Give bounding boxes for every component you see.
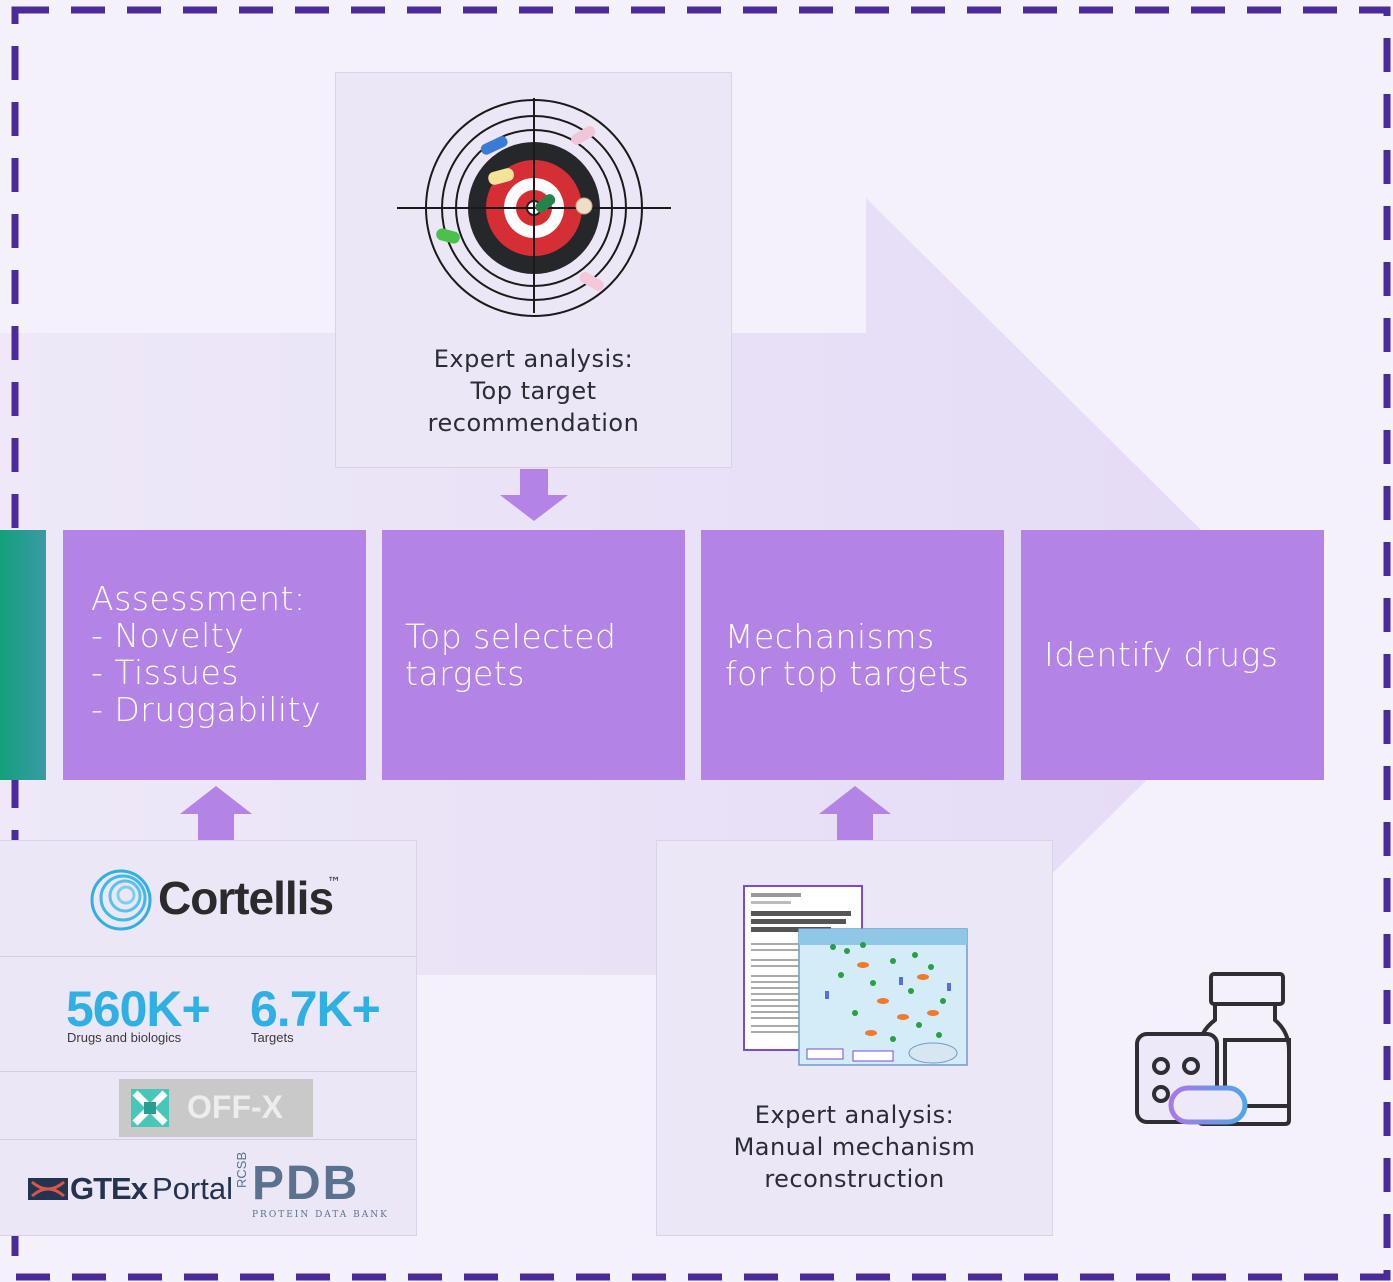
drugs-count: 560K+ <box>66 981 211 1037</box>
stats-row: 560K+ Drugs and biologics 6.7K+ Targets <box>0 956 416 1071</box>
pathway-map-document-icon <box>743 885 968 1066</box>
data-sources-panel: Cortellis ™ 560K+ Drugs and biologics 6.… <box>0 840 417 1236</box>
top-target-panel: Expert analysis: Top target recommendati… <box>335 72 732 468</box>
targets-count: 6.7K+ <box>250 981 381 1037</box>
assessment-box: Assessment: - Novelty - Tissues - Drugga… <box>63 530 366 780</box>
targets-count-label: Targets <box>251 1030 294 1045</box>
gtex-wordmark-bold: GTEx <box>70 1171 148 1206</box>
cortellis-trademark: ™ <box>327 875 341 891</box>
drugs-count-label: Drugs and biologics <box>67 1030 182 1045</box>
top-panel-caption: Expert analysis: Top target recommendati… <box>427 345 640 437</box>
teal-edge-strip <box>0 530 46 780</box>
up-arrow-mechanisms <box>819 786 891 840</box>
target-with-pills-icon <box>397 98 671 317</box>
identify-drugs-box: Identify drugs <box>1021 530 1324 780</box>
assessment-label: Assessment: - Novelty - Tissues - Drugga… <box>91 579 322 729</box>
top-selected-targets-label: Top selected targets <box>405 617 617 693</box>
identify-drugs-label: Identify drugs <box>1044 635 1279 674</box>
offx-x-icon <box>131 1089 169 1127</box>
top-selected-targets-box: Top selected targets <box>382 530 685 780</box>
drug-bottle-pill-icon <box>1135 972 1291 1126</box>
pdb-rcsb-label: RCSB <box>234 1151 249 1188</box>
mechanism-panel-caption: Expert analysis: Manual mechanism recons… <box>733 1101 976 1193</box>
cortellis-wordmark: Cortellis <box>158 872 334 924</box>
gtex-dna-icon <box>28 1178 68 1200</box>
offx-row: OFF-X <box>0 1071 416 1139</box>
mechanism-panel: Expert analysis: Manual mechanism recons… <box>656 840 1053 1236</box>
offx-logo: OFF-X <box>119 1079 313 1137</box>
mechanisms-label: Mechanisms for top targets <box>725 617 970 693</box>
down-arrow <box>500 469 568 521</box>
pdb-subtitle: PROTEIN DATA BANK <box>252 1210 389 1220</box>
gtex-pdb-row: GTEx Portal RCSB PDB PROTEIN DATA BANK <box>0 1139 416 1237</box>
cortellis-swirl-icon <box>90 869 152 931</box>
cortellis-logo: Cortellis ™ <box>0 841 416 956</box>
mechanisms-box: Mechanisms for top targets <box>701 530 1004 780</box>
pdb-wordmark: PDB <box>252 1157 360 1210</box>
up-arrow-assessment <box>180 786 252 840</box>
offx-wordmark: OFF-X <box>187 1089 283 1125</box>
gtex-wordmark-light: Portal <box>152 1171 233 1206</box>
